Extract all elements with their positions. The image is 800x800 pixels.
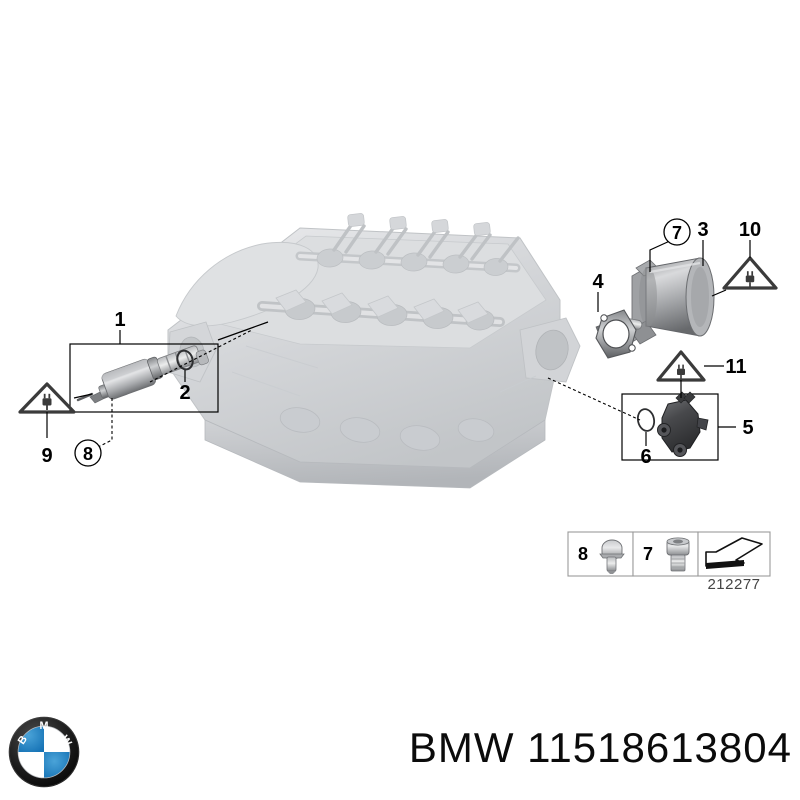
o-ring-part-2: [176, 349, 194, 371]
callout-label-4: 4: [592, 271, 604, 293]
callout-label-7: 7: [672, 223, 682, 243]
callout-label-1: 1: [114, 309, 125, 331]
callout-label-8: 8: [83, 444, 93, 464]
callout-1-group: 1: [69, 309, 269, 413]
warning-triangle-11: 11: [656, 350, 747, 398]
callout-label-9: 9: [41, 445, 52, 467]
electrical-plug-icon: [745, 271, 755, 287]
drawing-code: 212277: [707, 576, 760, 593]
callout-label-11: 11: [725, 356, 746, 378]
electrical-plug-icon: [677, 364, 685, 379]
legend-label-7: 7: [643, 544, 653, 564]
electrical-plug-icon: [42, 393, 52, 410]
cylinder-head-illustration: [167, 213, 581, 489]
motor-can: [639, 257, 715, 337]
callout-7-circle: [663, 218, 691, 246]
callout-7-leader: [649, 239, 673, 272]
warning-triangle-9: 9: [18, 382, 93, 467]
bmw-roundel-logo: B M W: [8, 716, 80, 788]
insertion-axis-1-solid: [217, 321, 269, 341]
callout-label-3: 3: [697, 219, 708, 241]
connector-lead-10: [711, 289, 727, 297]
o-ring-part-6: [636, 408, 656, 432]
solenoid-valve-part: [76, 345, 209, 404]
callout-label-6: 6: [640, 446, 651, 468]
position-sensor-part: [657, 391, 709, 457]
view-direction-arrow-icon: [705, 537, 763, 569]
callout-8-circle-group: 8: [74, 398, 113, 467]
connector-lead-9: [73, 393, 93, 399]
callout-label-10: 10: [739, 219, 761, 241]
insertion-axis-1: [149, 329, 253, 383]
footer-bar: B M W BMW 11518613804: [0, 706, 800, 800]
actuator-motor-group: 7 3: [595, 218, 715, 345]
insertion-axis-5: [547, 377, 641, 421]
callout-5-group: 5 6: [547, 377, 754, 468]
callout-1-box: [69, 343, 219, 413]
gasket-part-4: 4: [592, 271, 637, 359]
warning-triangle-10: 10: [711, 219, 778, 297]
hex-flange-bolt-icon: [599, 539, 625, 574]
legend-label-8: 8: [578, 544, 588, 564]
svg-text:M: M: [40, 720, 49, 732]
part-number-caption: BMW 11518613804: [408, 724, 792, 771]
callout-label-2: 2: [179, 382, 190, 404]
callout-label-5: 5: [742, 417, 753, 439]
legend-box: 8 7 212277: [567, 531, 771, 593]
callout-8-circle: [74, 439, 102, 467]
callout-8-leader: [95, 398, 113, 449]
socket-head-cap-screw-icon: [666, 537, 690, 572]
